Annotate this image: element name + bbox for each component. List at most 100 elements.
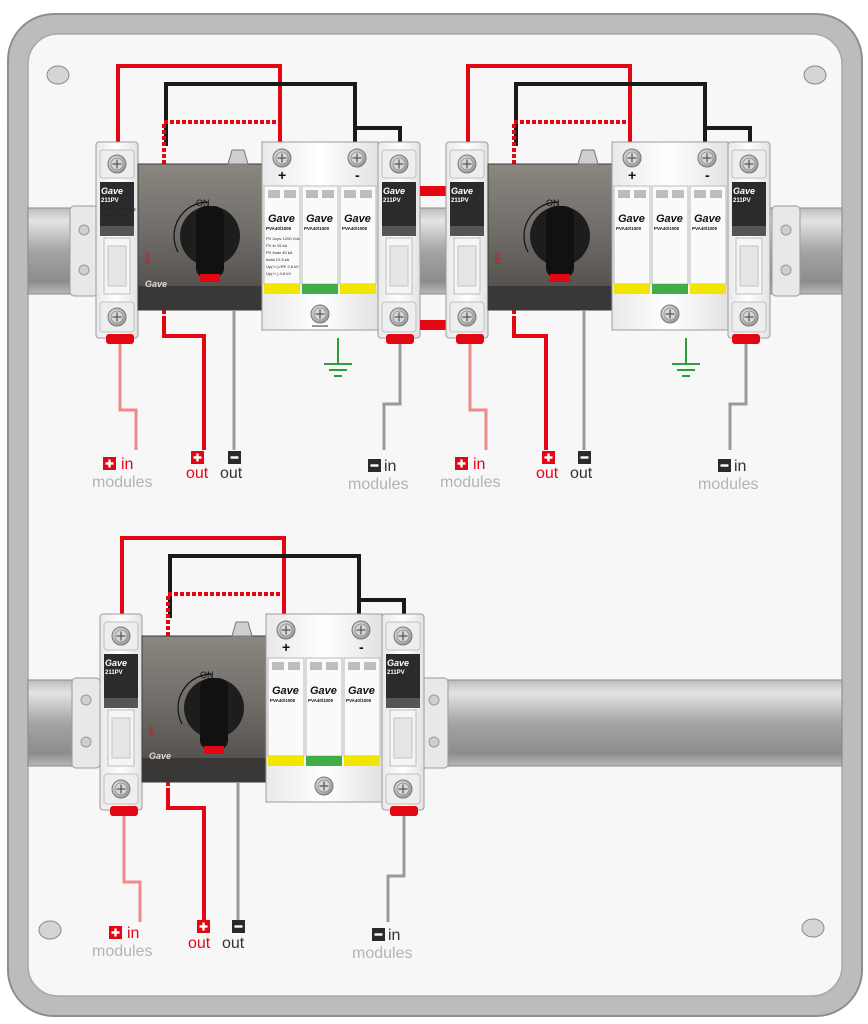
mount-hole-bottom-right — [801, 918, 825, 938]
spd-spec: PV Ucpv 1200 Vdc — [266, 236, 300, 241]
wire-red-out — [512, 320, 548, 450]
fuse-brand: Gave — [387, 658, 409, 668]
label-plus-out: out — [186, 465, 209, 482]
spd-brand: Gave — [348, 685, 375, 697]
spd-minus-label: - — [359, 639, 364, 655]
label-minus-in: in — [388, 927, 400, 944]
spd-model: PVA40/1000 — [308, 698, 334, 703]
fuse-model: 211PV — [383, 198, 401, 204]
switch-off-label: OFF — [496, 252, 502, 264]
spd-minus-label: - — [705, 167, 710, 183]
fuse-brand: Gave — [101, 186, 123, 196]
fuse-terminal-red — [106, 334, 134, 344]
fuse-terminal-red — [390, 806, 418, 816]
fuse-holder-plus — [100, 614, 142, 810]
label-plus-out: out — [188, 935, 211, 952]
rotary-handle-icon — [530, 206, 590, 282]
spd-earth-terminal-icon — [314, 776, 334, 796]
spd-status-green — [652, 284, 688, 294]
spd-model: PVA40/1000 — [346, 698, 372, 703]
label-modules: modules — [440, 474, 500, 491]
spd-model: PVA40/1000 — [616, 226, 642, 231]
spd-status-yellow — [690, 284, 726, 294]
fuse-holder-minus — [382, 614, 424, 810]
label-modules: modules — [92, 474, 152, 491]
wire-black-loop — [168, 554, 361, 618]
spd-status-green — [302, 284, 338, 294]
spd-model: PVA40/1000 — [654, 226, 680, 231]
spd-model: PVA40/1000 — [342, 226, 368, 231]
wire-gray-in — [728, 340, 748, 450]
spd-spec: PV In 15 kA — [266, 243, 287, 248]
label-minus-out: out — [222, 935, 245, 952]
rotary-handle-icon — [184, 678, 244, 754]
wire-pink-in — [468, 340, 488, 450]
label-plus-in: in — [473, 456, 485, 473]
wire-black-out — [359, 598, 406, 618]
fuse-terminal-red — [456, 334, 484, 344]
wire-black-out — [355, 126, 402, 146]
rotation-arrow-icon — [177, 673, 213, 725]
fuse-holder-minus — [378, 142, 420, 338]
spd-model: PVA40/1000 — [692, 226, 718, 231]
wire-black-out — [705, 126, 752, 146]
unit-3: Gave 211PV Gave ON OFF + - Gave Gave Gav… — [92, 536, 424, 962]
fuse-warning-2: UNDER LOAD — [101, 212, 127, 217]
fuse-warning-1: DO NOT OPERATE — [101, 207, 137, 212]
plus-icon — [542, 451, 555, 464]
spd-model: PVA40/1000 — [304, 226, 330, 231]
label-modules: modules — [698, 476, 758, 493]
switch-base — [138, 286, 262, 310]
label-plus-out: out — [536, 465, 559, 482]
wire-red-out — [166, 792, 206, 922]
minus-icon — [368, 459, 381, 472]
label-minus-out: out — [220, 465, 243, 482]
spd-status-yellow — [268, 756, 304, 766]
fuse-brand: Gave — [105, 658, 127, 668]
spd-status-green — [306, 756, 342, 766]
spd-brand: Gave — [306, 213, 333, 225]
rotary-handle-icon — [180, 206, 240, 282]
spd-cartridges: Gave Gave Gave PVA40/1000 PVA40/1000 PVA… — [267, 657, 381, 757]
spd-spec: Up(+/-)>PE 2.8 kV — [266, 264, 299, 269]
wire-pink-in — [122, 812, 142, 922]
label-plus-in: in — [121, 456, 133, 473]
spd-brand: Gave — [344, 213, 371, 225]
switch-base — [142, 758, 266, 782]
spd-cartridges: Gave Gave Gave PVA40/1000 PVA40/1000 PVA… — [263, 185, 377, 285]
spd-model: PVA40/1000 — [270, 698, 296, 703]
spd-plus-label: + — [628, 167, 636, 183]
spd-status-yellow — [340, 284, 376, 294]
wire-gray-in — [382, 340, 402, 450]
label-modules: modules — [348, 476, 408, 493]
spd-status-yellow — [614, 284, 650, 294]
fuse-terminal-red — [110, 806, 138, 816]
label-modules: modules — [92, 943, 152, 960]
plus-icon — [109, 926, 122, 939]
plus-icon — [103, 457, 116, 470]
rail-clips — [69, 205, 801, 769]
spd-model: PVA40/1000 — [266, 226, 292, 231]
minus-icon — [232, 920, 245, 933]
label-plus-in: in — [127, 925, 139, 942]
label-minus-in: in — [384, 458, 396, 475]
fuse-terminal-red — [732, 334, 760, 344]
fuse-brand: Gave — [733, 186, 755, 196]
switch-brand: Gave — [149, 751, 171, 761]
spd-plus-label: + — [282, 639, 290, 655]
plus-icon — [455, 457, 468, 470]
spd-brand: Gave — [656, 213, 683, 225]
spd-minus-label: - — [355, 167, 360, 183]
plus-icon — [191, 451, 204, 464]
spd-brand: Gave — [272, 685, 299, 697]
switch-latch-icon — [231, 621, 253, 637]
wire-black-loop — [164, 82, 357, 146]
wire-red-loop — [120, 536, 286, 620]
wire-pink-in — [118, 340, 138, 450]
wire-black-loop — [514, 82, 707, 146]
rotation-arrow-icon — [523, 201, 559, 253]
mount-hole-top-right — [803, 65, 827, 85]
plus-icon — [197, 920, 210, 933]
